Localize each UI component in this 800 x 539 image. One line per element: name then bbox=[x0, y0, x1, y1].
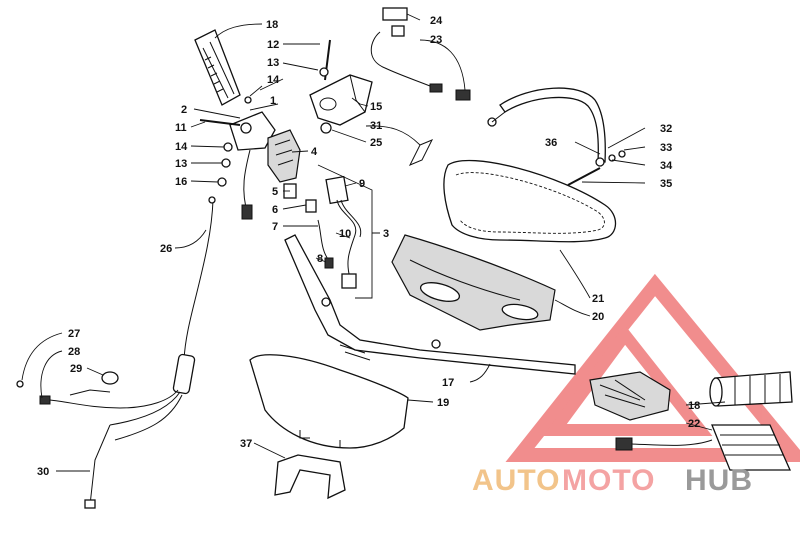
hardware-right-stack bbox=[567, 150, 626, 186]
watermark-auto: AUTO bbox=[472, 464, 560, 497]
callout-10: 10 bbox=[339, 228, 351, 240]
cable-end-31 bbox=[408, 139, 434, 166]
callout-28: 28 bbox=[68, 346, 80, 358]
right-grip-assembly bbox=[589, 371, 671, 421]
handlebar-17 bbox=[284, 234, 576, 375]
callout-15: 15 bbox=[370, 101, 382, 113]
screw-12 bbox=[319, 39, 331, 81]
callout-35: 35 bbox=[660, 178, 672, 190]
callout-5: 5 bbox=[272, 186, 278, 198]
throttle-clamp-block bbox=[309, 74, 373, 126]
bracket-37 bbox=[274, 454, 346, 500]
callout-14-top: 14 bbox=[267, 74, 280, 86]
callout-9: 9 bbox=[359, 178, 365, 190]
callout-13-left: 13 bbox=[175, 158, 187, 170]
wiring-harness bbox=[317, 175, 362, 289]
callout-3: 3 bbox=[383, 228, 389, 240]
callout-labels: 18 12 13 14 1 2 11 14 13 16 15 31 25 4 5… bbox=[37, 15, 700, 478]
washer-25 bbox=[320, 122, 332, 134]
right-hand-grip bbox=[709, 371, 793, 407]
throttle-housing bbox=[229, 111, 317, 220]
callout-12: 12 bbox=[267, 39, 279, 51]
watermark-hub: HUB bbox=[685, 464, 753, 497]
grip-heater-wire bbox=[370, 7, 471, 101]
callout-31: 31 bbox=[370, 120, 382, 132]
callout-21: 21 bbox=[592, 293, 604, 305]
callout-16: 16 bbox=[175, 176, 187, 188]
callout-37: 37 bbox=[240, 438, 252, 450]
callout-14-left: 14 bbox=[175, 141, 188, 153]
callout-30: 30 bbox=[37, 466, 49, 478]
callout-1: 1 bbox=[270, 95, 276, 107]
callout-20: 20 bbox=[592, 311, 604, 323]
callout-22: 22 bbox=[688, 418, 700, 430]
callout-13-top: 13 bbox=[267, 57, 279, 69]
watermark-text: AUTO MOTO HUB bbox=[472, 464, 753, 497]
callout-36: 36 bbox=[545, 137, 557, 149]
callout-18-right: 18 bbox=[688, 400, 700, 412]
callout-29: 29 bbox=[70, 363, 82, 375]
callout-34: 34 bbox=[660, 160, 673, 172]
left-hand-grip bbox=[194, 29, 241, 106]
warmer-cable-32 bbox=[487, 87, 606, 163]
callout-24: 24 bbox=[430, 15, 443, 27]
callout-23: 23 bbox=[430, 34, 442, 46]
throttle-cable-26 bbox=[16, 196, 216, 509]
callout-6: 6 bbox=[272, 204, 278, 216]
callout-4: 4 bbox=[311, 146, 318, 158]
callout-18-left: 18 bbox=[266, 19, 278, 31]
callout-27: 27 bbox=[68, 328, 80, 340]
callout-19: 19 bbox=[437, 397, 449, 409]
callout-7: 7 bbox=[272, 221, 278, 233]
watermark-moto: MOTO bbox=[562, 464, 655, 497]
callout-8: 8 bbox=[317, 253, 323, 265]
lower-cover-19 bbox=[249, 354, 409, 449]
leader-lines bbox=[21, 13, 726, 472]
callout-32: 32 bbox=[660, 123, 672, 135]
callout-26: 26 bbox=[160, 243, 172, 255]
callout-11: 11 bbox=[175, 122, 187, 134]
callout-2: 2 bbox=[181, 104, 187, 116]
callout-33: 33 bbox=[660, 142, 672, 154]
handlebar-cover-20 bbox=[391, 234, 556, 331]
callout-17: 17 bbox=[442, 377, 454, 389]
handlebar-pad-21 bbox=[443, 159, 617, 243]
grip-heater-element-22 bbox=[615, 424, 792, 471]
callout-25: 25 bbox=[370, 137, 382, 149]
